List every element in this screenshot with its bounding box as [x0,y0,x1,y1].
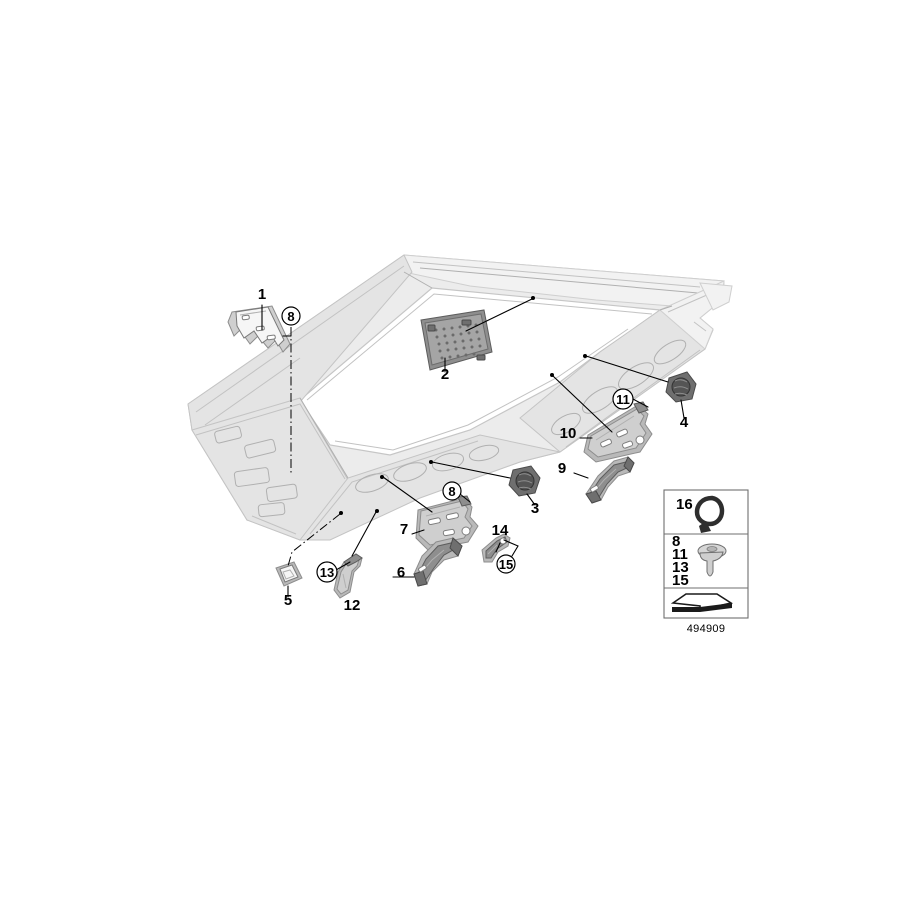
callout-11-circle [612,388,634,410]
diagram-number: 494909 [687,623,726,635]
legend-cell-clamp: 16 [676,495,725,533]
callout-8b: 8 [448,484,455,499]
callout-2: 2 [441,366,449,383]
callout-5: 5 [284,592,292,609]
cable-clamp-icon [694,495,725,533]
callout-12: 12 [344,597,361,614]
legend-num-8: 8 [672,533,680,550]
callout-9: 9 [558,460,566,477]
callout-10: 10 [560,425,577,442]
callout-13: 13 [320,565,334,580]
callout-3: 3 [531,500,539,517]
part-5-cover [275,561,303,587]
direction-arrow-icon [670,593,734,612]
callout-13-circle [316,561,338,583]
part-12-hook [333,553,363,599]
legend-cell-rivet: 8 11 13 15 [672,533,727,589]
legend-num-13: 13 [672,559,689,576]
part-1-mounting-rail [227,305,291,353]
callout-labels: 1 8 2 11 4 10 9 8 3 14 7 15 13 6 5 12 [258,286,689,614]
part-6-grab-handle [413,537,463,587]
part-2-speaker-grille [420,309,493,371]
callout-4: 4 [680,414,689,431]
callout-14: 14 [492,522,509,539]
part-4-grommet [665,371,697,403]
callout-1: 1 [258,286,266,303]
part-9-grab-handle [585,456,635,504]
callout-7: 7 [400,521,408,538]
legend-num-15: 15 [672,572,689,589]
roof-headliner-frame [187,254,733,541]
legend-box: 16 8 11 13 15 494909 [663,489,749,635]
leader-lines [261,296,685,598]
callout-8a: 8 [287,309,294,324]
plastic-rivet-icon [697,543,727,577]
callout-8a-circle [281,306,301,326]
callout-8b-circle [442,481,462,501]
legend-num-11: 11 [672,546,688,563]
part-3-grommet [508,465,541,497]
callout-6: 6 [397,564,405,581]
legend-cell-arrow [670,593,734,612]
callout-11: 11 [616,392,630,407]
legend-num-16: 16 [676,496,693,513]
callout-15-circle [496,554,516,574]
callout-15: 15 [499,557,513,572]
part-10-bracket [583,401,653,463]
part-14-clip [481,533,511,563]
